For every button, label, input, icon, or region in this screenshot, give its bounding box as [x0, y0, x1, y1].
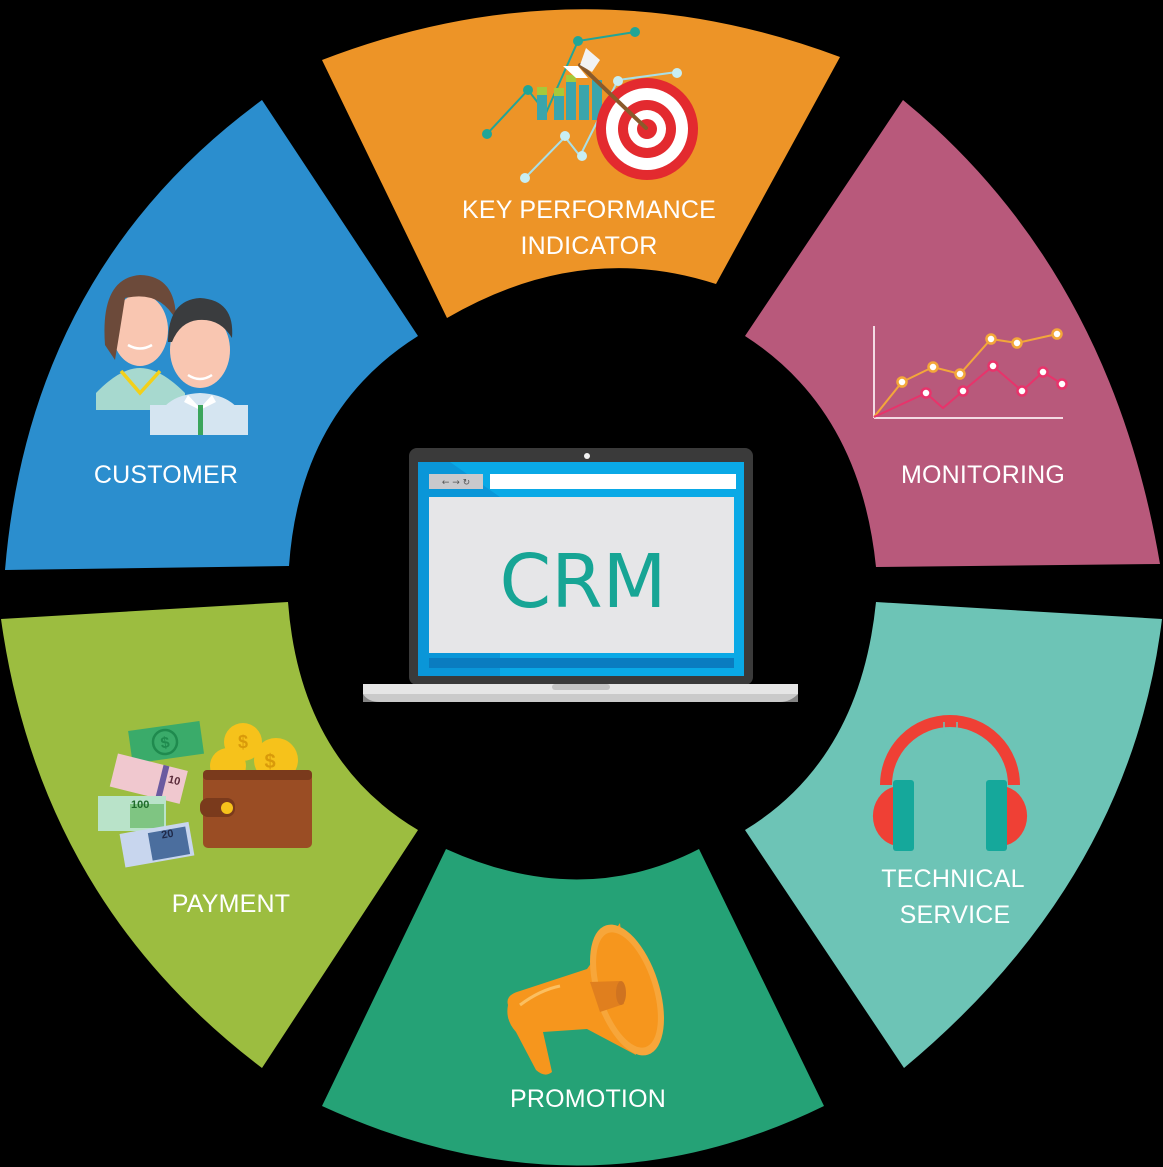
segment-payment-label: PAYMENT [172, 890, 291, 918]
segment-promotion: PROMOTION [322, 849, 824, 1166]
target-chart-icon [482, 27, 698, 183]
segment-technical-service: TECHNICAL SERVICE [745, 602, 1162, 1068]
wallet-money-icon: $ 10 100 20 $ [98, 721, 312, 868]
segment-technical-shape [745, 602, 1162, 1068]
svg-text:$: $ [264, 751, 275, 773]
customers-icon [96, 275, 248, 435]
segment-kpi: KEY PERFORMANCE INDICATOR [322, 9, 840, 318]
note-20-value: 20 [160, 828, 174, 842]
svg-text:$: $ [160, 734, 171, 752]
segment-technical-label-2: SERVICE [900, 901, 1011, 929]
segment-promotion-label: PROMOTION [510, 1085, 666, 1113]
crm-title: CRM [500, 539, 667, 625]
megaphone-icon [507, 923, 664, 1075]
segment-kpi-label-2: INDICATOR [521, 232, 658, 260]
segment-monitoring: MONITORING [745, 100, 1160, 567]
segment-monitoring-shape [745, 100, 1160, 567]
segment-technical-label-1: TECHNICAL [881, 865, 1025, 893]
segment-monitoring-label: MONITORING [901, 461, 1065, 489]
svg-text:$: $ [238, 732, 248, 752]
segment-payment: $ 10 100 20 $ [1, 602, 418, 1068]
browser-nav-buttons [429, 474, 483, 489]
line-chart-icon [873, 326, 1068, 419]
browser-address-bar [490, 474, 736, 489]
segment-kpi-label-1: KEY PERFORMANCE [462, 196, 716, 224]
svg-text:← → ↻: ← → ↻ [442, 478, 470, 488]
segment-customer-label: CUSTOMER [94, 461, 238, 489]
segment-customer: CUSTOMER [5, 100, 418, 570]
laptop-browser-icon: ← → ↻ CRM [363, 448, 798, 702]
segment-kpi-shape [322, 9, 840, 318]
note-100-value: 100 [131, 799, 149, 811]
note-10-value: 10 [167, 774, 182, 789]
browser-content [429, 497, 734, 653]
headphones-icon [872, 715, 1028, 851]
